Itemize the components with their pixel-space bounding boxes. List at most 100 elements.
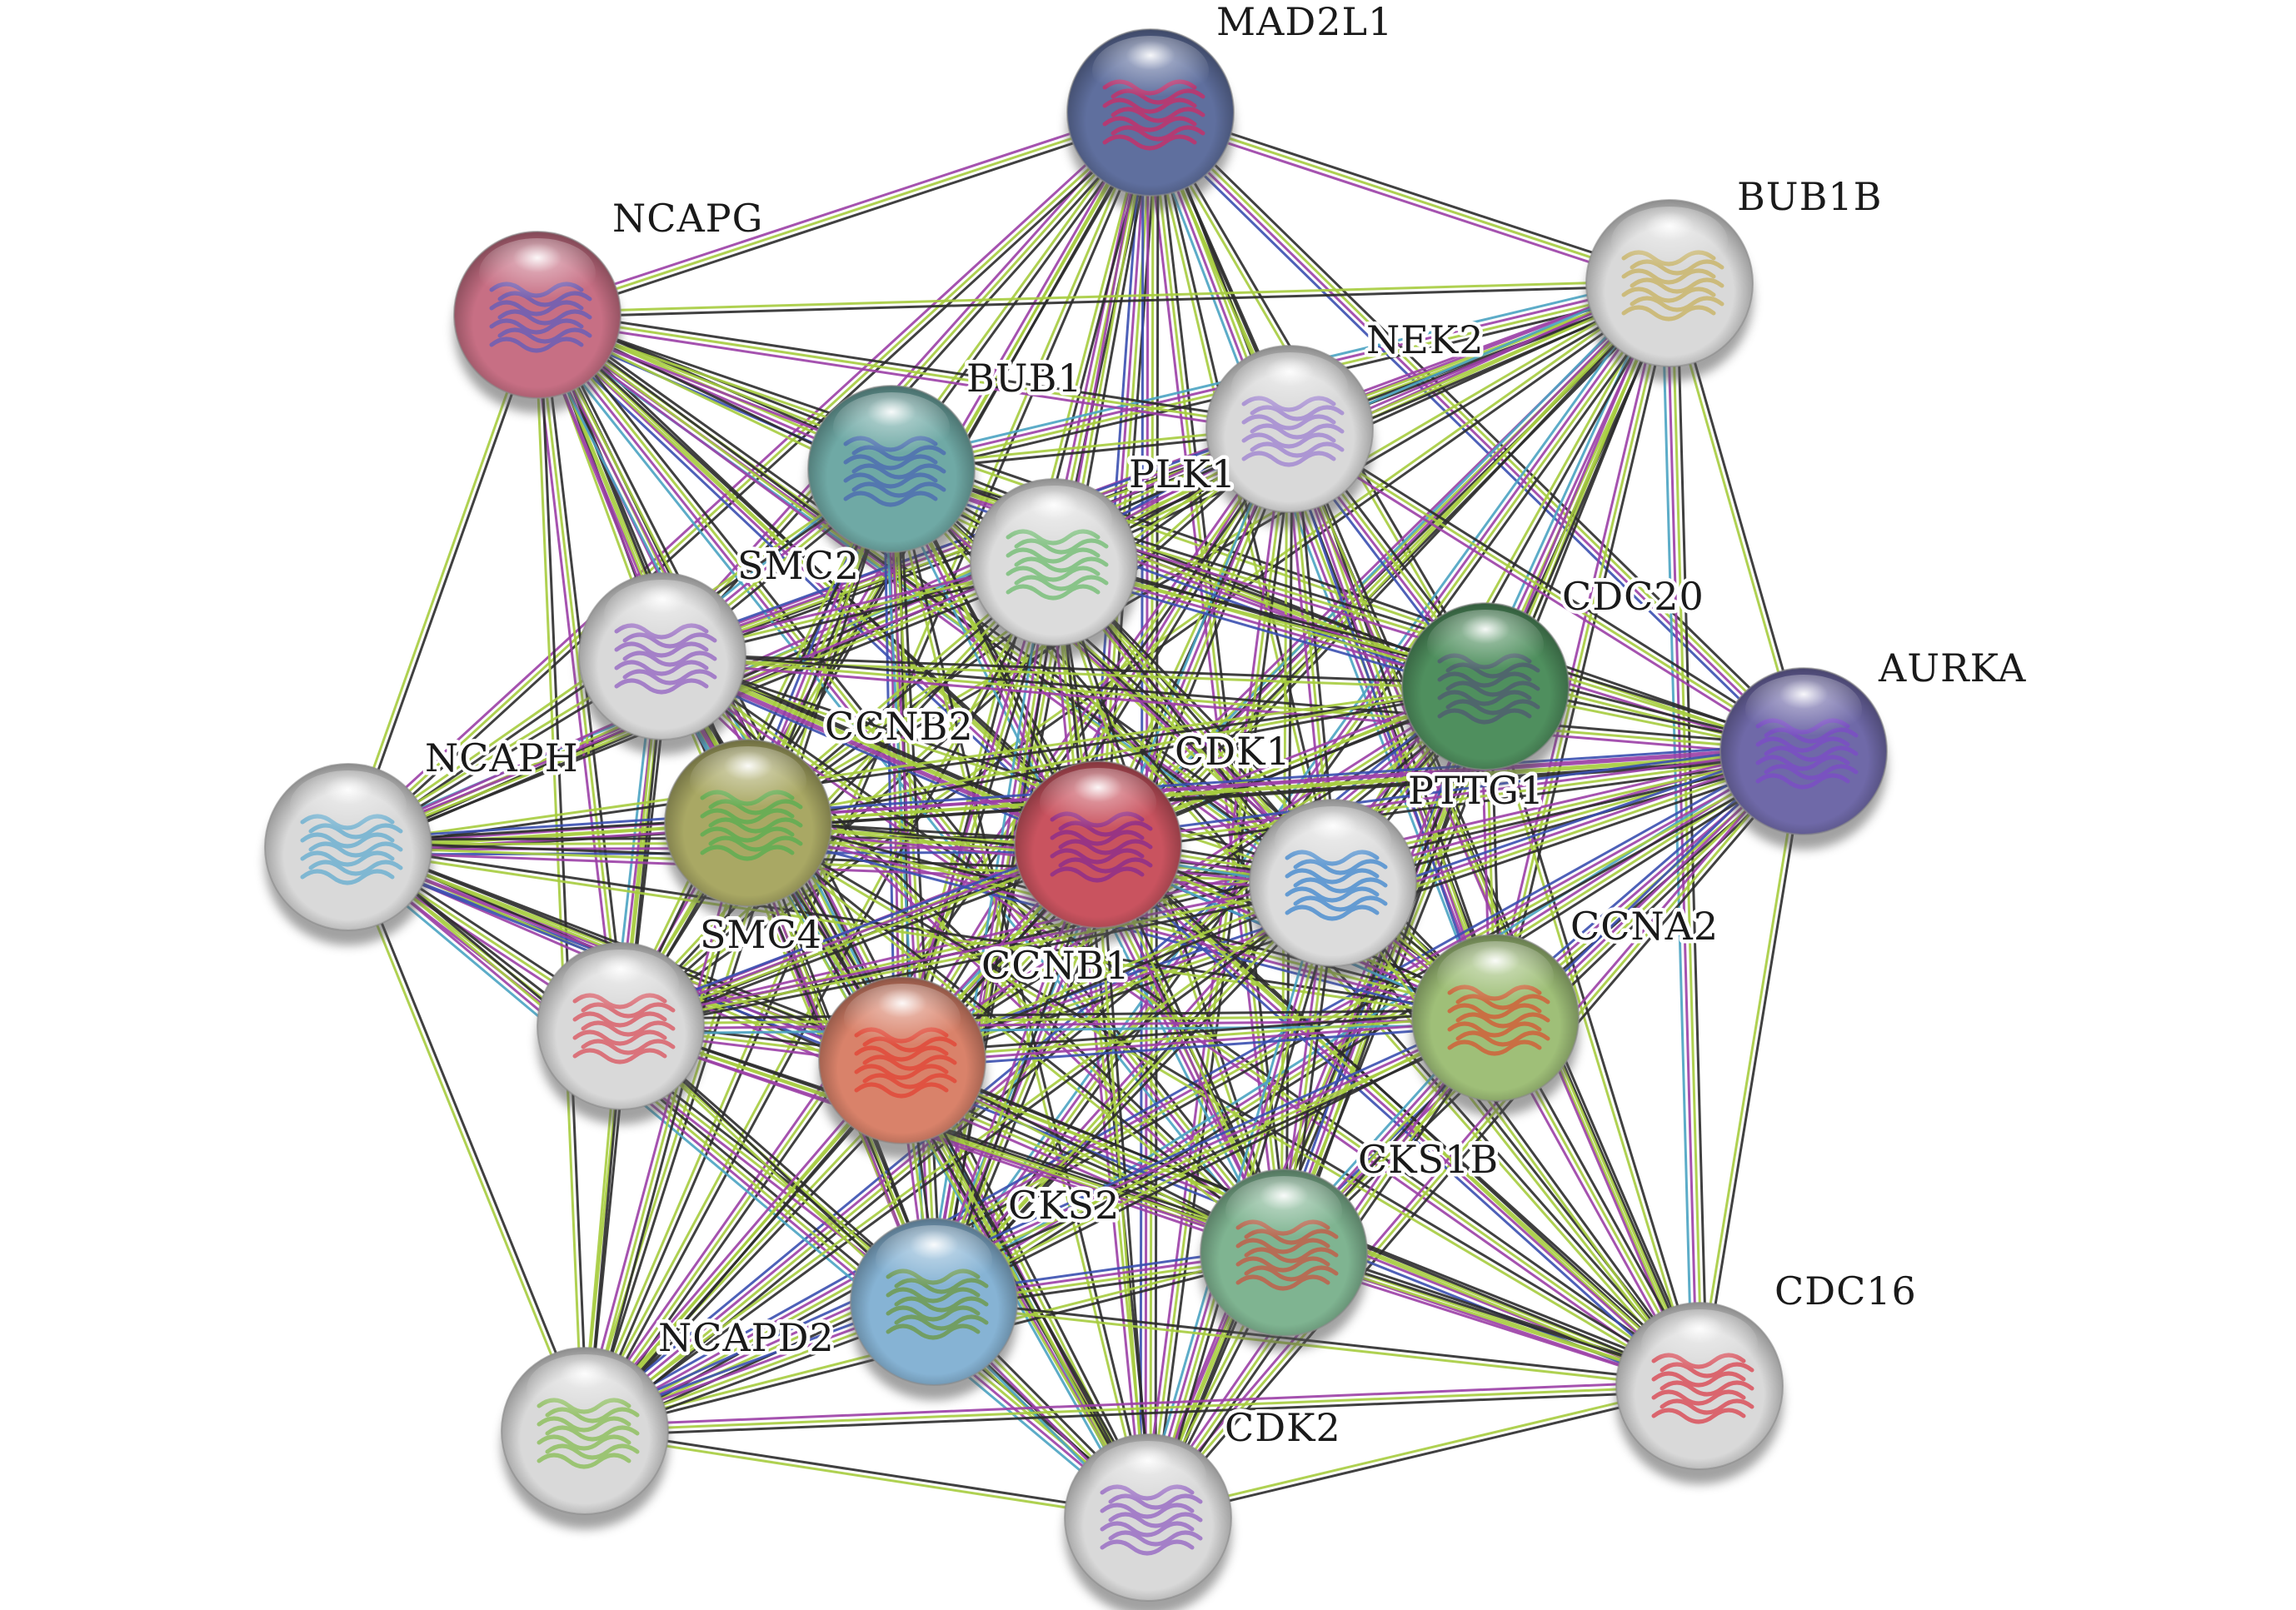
edge-PLK1-SMC4: [621, 563, 1057, 1029]
label-cdc20: CDC20: [1562, 574, 1705, 619]
label-plk1: PLK1: [1129, 451, 1236, 496]
edge-BUB1B-CDC16: [1665, 283, 1699, 1387]
edge-CCNB1-CCNA2: [902, 1024, 1496, 1069]
edge-NEK2-AURKA: [1286, 431, 1802, 757]
label-cdk2: CDK2: [1225, 1405, 1341, 1450]
edge-AURKA-NCAPD2: [585, 752, 1806, 1434]
edge-PTTG1-CKS2: [931, 880, 1332, 1301]
edge-CCNB1-CCNA2: [901, 1014, 1495, 1059]
label-mad2l1: MAD2L1: [1216, 0, 1393, 44]
node-cks1b[interactable]: [1200, 1169, 1368, 1351]
edge-PLK1-CKS2: [930, 561, 1053, 1302]
node-smc2[interactable]: [578, 572, 746, 755]
label-bub1b: BUB1B: [1737, 174, 1882, 219]
edge-NCAPH-NCAPD2: [349, 845, 589, 1431]
edge-BUB1-CKS2: [892, 468, 938, 1302]
edge-CDC20-CCNB2: [748, 687, 1486, 827]
label-ccnb1: CCNB1: [981, 943, 1131, 988]
edge-NCAPG-PLK1: [536, 316, 1054, 566]
edge-CCNB1-CCNA2: [902, 1019, 1496, 1064]
edge-CDC20-CDK2: [1142, 684, 1482, 1517]
edge-MAD2L1-AURKA: [1144, 117, 1799, 758]
label-smc2: SMC2: [737, 543, 860, 588]
node-ncapg[interactable]: [453, 231, 621, 413]
edge-NCAPD2-CDK2: [584, 1432, 1148, 1522]
edge-CDC20-CDC16: [1486, 685, 1704, 1386]
node-mad2l1[interactable]: [1066, 28, 1235, 211]
edge-NCAPG-SMC4: [536, 314, 622, 1027]
edge-MAD2L1-NCAPD2: [586, 112, 1155, 1433]
edge-MAD2L1-CKS1B: [1144, 112, 1280, 1254]
node-nek2[interactable]: [1205, 345, 1374, 527]
edge-CDC20-NCAPH: [348, 687, 1486, 851]
node-ccna2[interactable]: [1411, 934, 1580, 1116]
edge-CDC20-CKS2: [936, 689, 1490, 1307]
edge-NCAPG-CKS1B: [538, 312, 1287, 1253]
node-ccnb2[interactable]: [664, 739, 832, 921]
node-aurka[interactable]: [1720, 667, 1888, 850]
edge-BUB1-CKS2: [897, 468, 943, 1302]
edge-AURKA-CDK2: [1150, 753, 1809, 1522]
label-bub1: BUB1: [966, 356, 1083, 401]
edge-MAD2L1-NCAPH: [343, 107, 1148, 845]
node-bub1b[interactable]: [1585, 199, 1754, 381]
edge-CDC16-CDK2: [1146, 1382, 1700, 1517]
edge-NCAPG-NCAPD2: [533, 315, 584, 1432]
edge-AURKA-CCNB2: [747, 750, 1804, 825]
edge-MAD2L1-NCAPH: [347, 111, 1152, 849]
edge-CDC16-NCAPD2: [584, 1384, 1700, 1433]
node-cdk2[interactable]: [1064, 1433, 1232, 1610]
edge-CDC20-CDC16: [1481, 686, 1699, 1388]
label-cdk1: CDK1: [1175, 729, 1291, 774]
node-bub1[interactable]: [807, 385, 976, 567]
edge-MAD2L1-SMC2: [661, 111, 1152, 658]
node-smc4[interactable]: [537, 942, 705, 1124]
label-cdc16: CDC16: [1774, 1269, 1917, 1313]
edge-MAD2L1-NCAPG: [538, 116, 1153, 322]
edge-MAD2L1-NCAPG: [537, 111, 1151, 317]
edge-NEK2-AURKA: [1291, 423, 1807, 749]
edge-PTTG1-CDC16: [1334, 880, 1703, 1386]
edge-SMC2-AURKA: [662, 650, 1804, 748]
edge-AURKA-CDK2: [1143, 747, 1801, 1516]
edge-AURKA-CDK2: [1146, 750, 1805, 1518]
edge-CDC20-NCAPH: [347, 682, 1485, 846]
node-cdk1[interactable]: [1014, 760, 1182, 943]
node-ncapd2[interactable]: [501, 1347, 669, 1529]
node-ncaph[interactable]: [264, 763, 432, 945]
edge-NCAPG-CKS1B: [542, 309, 1291, 1249]
protein-nodes: [264, 28, 1888, 1610]
node-cdc20[interactable]: [1401, 602, 1570, 785]
node-pttg1[interactable]: [1249, 799, 1417, 981]
node-cks2[interactable]: [850, 1218, 1018, 1400]
edge-BUB1B-NCAPG: [537, 284, 1670, 319]
node-ccnb1[interactable]: [818, 976, 986, 1159]
edge-BUB1-NCAPD2: [586, 469, 896, 1433]
edge-AURKA-CDK1: [1096, 742, 1804, 839]
edge-SMC4-CCNA2: [620, 1014, 1495, 1025]
edge-NCAPG-CKS1B: [534, 315, 1283, 1255]
edge-CCNB2-NCAPD2: [588, 824, 755, 1433]
edge-NEK2-CDC16: [1288, 428, 1701, 1387]
node-cdc16[interactable]: [1615, 1302, 1784, 1484]
edge-MAD2L1-AURKA: [1151, 109, 1807, 750]
edge-MAD2L1-AURKA: [1155, 106, 1810, 747]
edge-AURKA-CCNB2: [747, 745, 1804, 820]
label-cks1b: CKS1B: [1358, 1137, 1499, 1182]
edge-AURKA-CCNB2: [748, 755, 1804, 830]
edge-NCAPG-SMC4: [531, 315, 617, 1027]
edge-AURKA-CDK1: [1098, 752, 1804, 849]
edge-CCNA2-NCAPD2: [583, 1014, 1495, 1430]
edge-SMC4-CDC16: [618, 1029, 1699, 1393]
edge-SMC2-AURKA: [661, 655, 1804, 753]
edge-PTTG1-SMC4: [621, 886, 1335, 1033]
label-cks2: CKS2: [1008, 1183, 1120, 1228]
edge-SMC4-CDC16: [621, 1019, 1702, 1383]
edge-NCAPG-NCAPD2: [538, 314, 589, 1431]
edge-PLK1-SMC4: [617, 559, 1053, 1025]
edge-AURKA-CDC16: [1695, 750, 1803, 1386]
edge-SMC4-CDC16: [620, 1024, 1700, 1388]
node-plk1[interactable]: [970, 478, 1138, 660]
label-pttg1: PTTG1: [1408, 768, 1545, 813]
